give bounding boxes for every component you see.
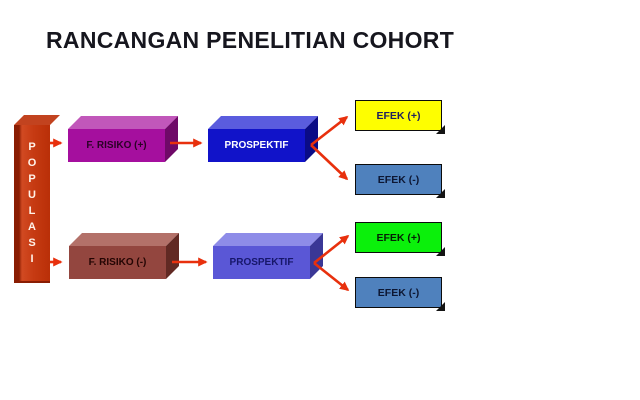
cube-top-face: [213, 233, 323, 246]
cube-front-face: PROSPEKTIF: [213, 246, 310, 279]
populasi-letter: O: [27, 156, 37, 169]
populasi-letter: I: [30, 252, 34, 265]
populasi-letter: P: [28, 172, 36, 185]
populasi-letter: A: [28, 220, 36, 233]
efek-positive-top-label: EFEK (+): [376, 109, 421, 122]
populasi-label: P O P U L A S I: [14, 125, 50, 281]
folded-corner: [436, 302, 445, 311]
cube-top-face: [208, 116, 318, 129]
cube-top-face: [68, 116, 178, 129]
folded-corner: [436, 189, 445, 198]
populasi-front-face: P O P U L A S I: [14, 125, 50, 283]
prospektif-top-label: PROSPEKTIF: [224, 140, 289, 151]
cube-front-face: F. RISIKO (+): [68, 129, 165, 162]
efek-negative-top-label: EFEK (-): [377, 173, 420, 186]
efek-negative-bottom-box: EFEK (-): [355, 277, 445, 311]
populasi-letter: L: [28, 204, 36, 217]
populasi-top-face: [14, 115, 60, 125]
prospektif-bottom-box: PROSPEKTIF: [213, 233, 323, 279]
risk-negative-box: F. RISIKO (-): [69, 233, 179, 279]
prospektif-top-box: PROSPEKTIF: [208, 116, 318, 162]
cube-top-face: [69, 233, 179, 246]
efek-negative-bottom-label: EFEK (-): [377, 286, 420, 299]
efek-negative-top-box: EFEK (-): [355, 164, 445, 198]
populasi-box: P O P U L A S I: [14, 115, 60, 283]
cube-front-face: PROSPEKTIF: [208, 129, 305, 162]
efek-positive-top-box: EFEK (+): [355, 100, 445, 134]
efek-positive-bottom-label: EFEK (+): [376, 231, 421, 244]
prospektif-bottom-label: PROSPEKTIF: [229, 257, 294, 268]
risk-negative-label: F. RISIKO (-): [88, 257, 147, 268]
populasi-letter: P: [28, 140, 36, 153]
diagram-title: RANCANGAN PENELITIAN COHORT: [46, 27, 455, 53]
risk-positive-label: F. RISIKO (+): [86, 140, 147, 151]
folded-corner: [436, 125, 445, 134]
folded-corner: [436, 247, 445, 256]
populasi-letter: U: [28, 188, 36, 201]
cube-front-face: F. RISIKO (-): [69, 246, 166, 279]
risk-positive-box: F. RISIKO (+): [68, 116, 178, 162]
populasi-letter: S: [28, 236, 36, 249]
efek-positive-bottom-box: EFEK (+): [355, 222, 445, 256]
